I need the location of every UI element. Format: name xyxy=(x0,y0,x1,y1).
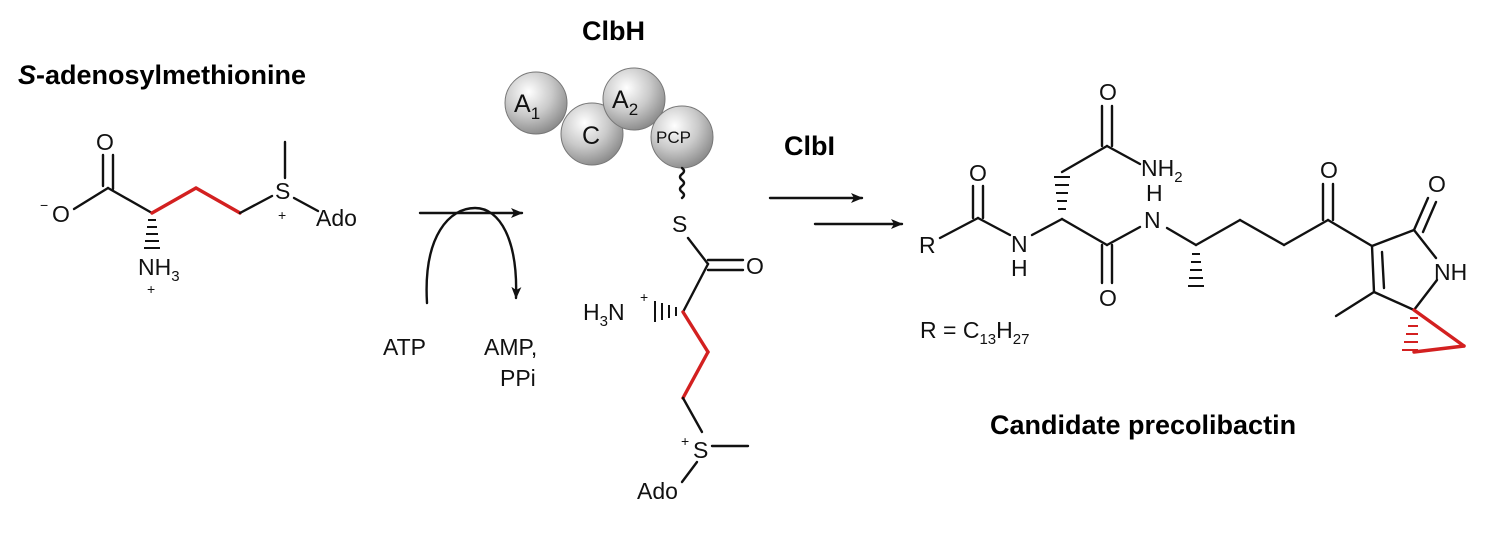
charge-negative: − xyxy=(40,197,48,213)
precolibactin-title: Candidate precolibactin xyxy=(990,410,1296,440)
bond xyxy=(1238,218,1286,247)
bond xyxy=(1412,196,1430,232)
clbi-step: ClbI xyxy=(768,131,904,229)
amp-label: AMP, xyxy=(484,334,537,360)
atom-o: O xyxy=(52,201,70,227)
bond xyxy=(1105,225,1142,247)
atom-nh2: NH2 xyxy=(1141,155,1183,186)
atom-o: O xyxy=(1099,79,1117,105)
ado-group: Ado xyxy=(316,205,357,231)
bond xyxy=(1370,244,1376,294)
highlight-bond xyxy=(150,186,198,215)
bond xyxy=(238,194,274,215)
bond xyxy=(292,196,320,213)
domain-a2 xyxy=(602,67,666,131)
bond xyxy=(686,236,710,266)
atom-h: H xyxy=(1011,255,1028,281)
bond xyxy=(976,216,1012,237)
hashed-bond xyxy=(144,219,160,249)
r-group-definition: R = C13H27 xyxy=(920,317,1029,348)
curved-arrow xyxy=(425,206,522,305)
bond xyxy=(938,216,980,240)
bond xyxy=(1060,217,1109,247)
domain-c-label: C xyxy=(582,122,600,150)
ado-group: Ado xyxy=(637,478,678,504)
domain-a2-label: A2 xyxy=(612,86,638,119)
highlight-bond xyxy=(681,310,710,354)
atom-o: O xyxy=(1099,285,1117,311)
sam-title: S-adenosylmethionine xyxy=(18,60,306,90)
domain-a1-label: A1 xyxy=(514,90,540,123)
atom-s: S xyxy=(693,437,708,463)
bond xyxy=(1380,250,1386,290)
sam-molecule: S-adenosylmethionine O O − NH3 + S + Ado xyxy=(18,60,357,297)
atom-h: H xyxy=(1146,180,1163,206)
bond xyxy=(1060,144,1109,174)
highlight-bond xyxy=(681,350,710,400)
highlight-bond xyxy=(1412,308,1466,348)
domain-pcp-label: PCP xyxy=(656,128,691,147)
atom-nh: NH xyxy=(1434,259,1467,285)
clbh-enzyme: ClbH A1 C A2 PCP S O H3N + S + Ado xyxy=(504,16,764,504)
bond xyxy=(1326,218,1374,248)
atp-label: ATP xyxy=(383,334,426,360)
precolibactin-molecule: R O N H O NH2 O H N xyxy=(919,79,1467,440)
hashed-bond xyxy=(1402,317,1418,351)
atom-n: N xyxy=(1144,207,1161,233)
highlight-bond xyxy=(1412,344,1466,354)
atom-o: O xyxy=(1320,157,1338,183)
bond xyxy=(1282,218,1330,247)
hashed-bond xyxy=(1054,176,1070,210)
highlight-bond xyxy=(194,186,242,215)
bond xyxy=(72,186,110,211)
bond xyxy=(680,460,699,484)
clbh-title: ClbH xyxy=(582,16,645,46)
atom-o: O xyxy=(746,253,764,279)
bond xyxy=(1370,228,1416,248)
bond xyxy=(1372,290,1416,312)
atom-s: S xyxy=(275,178,290,204)
bond xyxy=(106,186,154,215)
charge-positive: + xyxy=(278,207,286,223)
bond xyxy=(1412,278,1439,312)
hashed-bond xyxy=(1188,253,1204,287)
charge-positive: + xyxy=(681,433,689,449)
atom-o: O xyxy=(96,129,114,155)
atom-nh3: NH3 xyxy=(138,254,180,285)
bond xyxy=(1194,218,1242,247)
r-group: R xyxy=(919,232,936,258)
atom-h3n: H3N xyxy=(583,299,625,330)
domain-a1 xyxy=(504,71,568,135)
clbi-title: ClbI xyxy=(784,131,835,161)
ppant-tether xyxy=(678,166,686,200)
domain-c xyxy=(560,102,624,166)
atom-s: S xyxy=(672,211,687,237)
bond xyxy=(681,262,710,314)
atom-n: N xyxy=(1011,231,1028,257)
atom-o: O xyxy=(1428,171,1446,197)
charge-positive: + xyxy=(147,281,155,297)
bond xyxy=(1165,226,1198,247)
hashed-bond xyxy=(654,301,677,322)
bond xyxy=(1421,200,1438,234)
atom-o: O xyxy=(969,160,987,186)
bond xyxy=(1334,290,1376,318)
bond xyxy=(1105,144,1142,166)
bond xyxy=(681,396,704,434)
bond xyxy=(1030,217,1064,237)
bond xyxy=(1412,228,1438,260)
atp-activation-step: ATP AMP, PPi xyxy=(383,206,537,391)
charge-positive: + xyxy=(640,289,648,305)
ppi-label: PPi xyxy=(500,365,536,391)
